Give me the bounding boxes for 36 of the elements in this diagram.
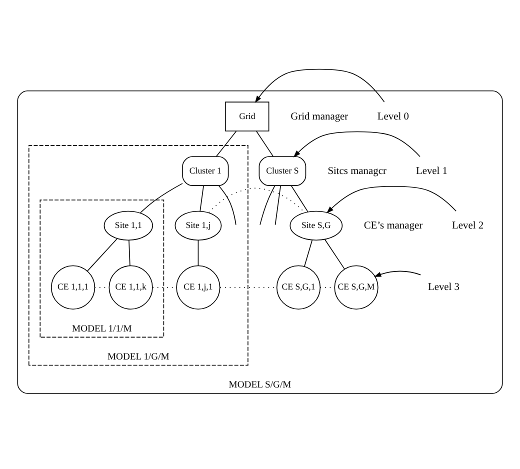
node-box: Grid — [225, 102, 270, 132]
node-text: Level 1 — [416, 166, 448, 177]
node-text: Level 2 — [452, 220, 484, 232]
connector — [216, 130, 237, 157]
node-ellipse: Site 1,j — [174, 210, 222, 240]
node-circle: CE 1,1,k — [108, 265, 153, 310]
connector — [324, 239, 345, 270]
label: Sitcs managcr — [328, 166, 386, 177]
node-box: Cluster 1 — [182, 156, 229, 186]
label: Grid manager — [290, 111, 348, 122]
node-text: Level 0 — [377, 111, 409, 122]
arrow — [254, 68, 385, 104]
node-circle: CE 1,j,1 — [176, 265, 220, 310]
label: CE’s manager — [364, 220, 423, 232]
connector — [140, 183, 183, 214]
node-circle: CE S,G,1 — [276, 265, 321, 310]
connector — [218, 185, 236, 226]
connector — [256, 130, 274, 157]
node-ellipse: Site S,G — [290, 210, 343, 240]
connector — [86, 238, 118, 272]
connector — [290, 185, 308, 212]
connector — [128, 240, 130, 266]
node-circle: CE 1,1,1 — [50, 265, 96, 310]
arrow — [293, 131, 420, 158]
node-circle: CE S,G,M — [334, 265, 378, 310]
connector — [208, 188, 305, 213]
node-ellipse: Site 1,1 — [104, 210, 153, 240]
connector — [198, 240, 199, 266]
connector — [274, 185, 281, 226]
node-text: Level 3 — [428, 282, 460, 294]
arrow — [374, 270, 422, 277]
connector — [260, 185, 276, 226]
node-box: Cluster S — [258, 156, 306, 186]
arrow — [326, 186, 456, 214]
connector — [200, 185, 204, 212]
connector — [304, 240, 313, 267]
